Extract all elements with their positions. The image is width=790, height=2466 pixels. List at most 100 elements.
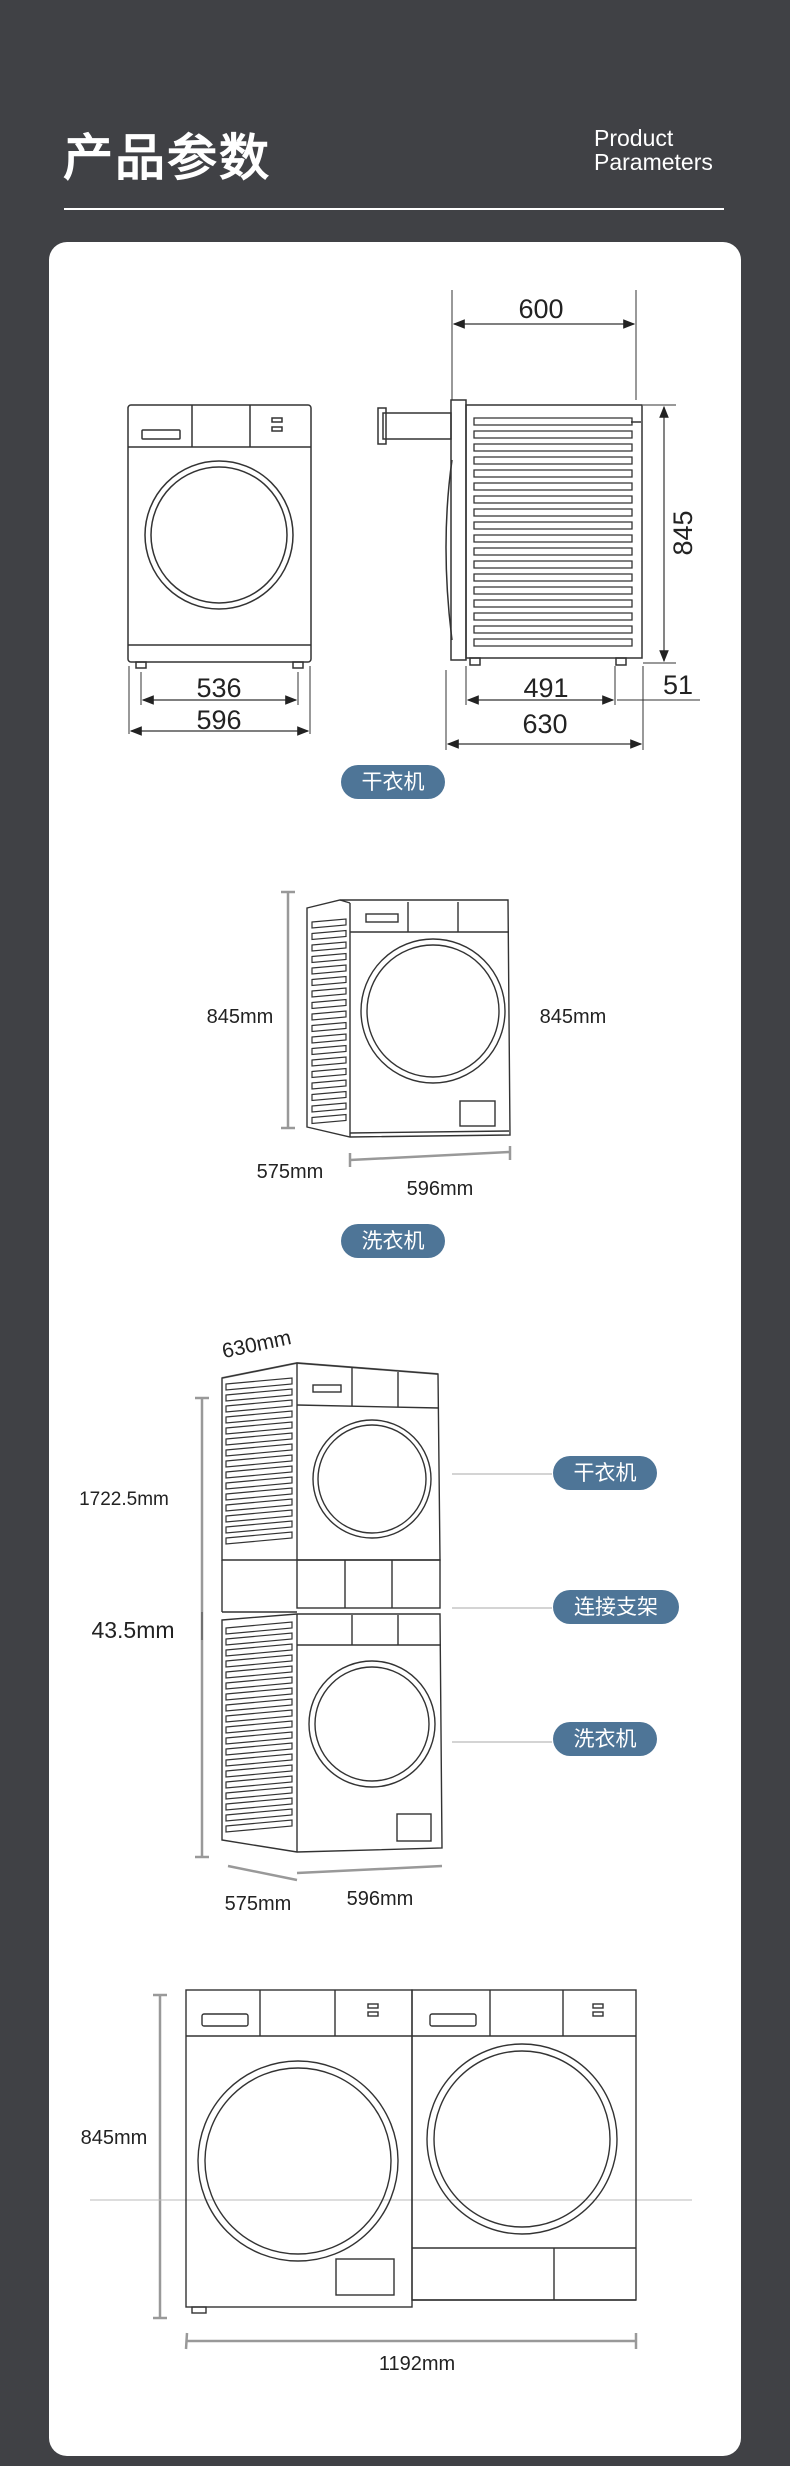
label-dryer-pill: 干衣机 bbox=[341, 765, 445, 799]
page-title: 产品参数 bbox=[63, 129, 271, 187]
vent-slat bbox=[473, 547, 633, 556]
vent-slat bbox=[473, 586, 633, 595]
rack-height: 43.5mm bbox=[91, 1617, 174, 1643]
label-washer-pill: 洗衣机 bbox=[341, 1224, 445, 1258]
vent-slat bbox=[225, 1621, 293, 1635]
stack-depth: 575mm bbox=[225, 1893, 292, 1915]
vent-slat bbox=[473, 573, 633, 582]
vent-slat bbox=[473, 495, 633, 504]
vent-slat bbox=[225, 1377, 293, 1391]
vent-slat bbox=[225, 1632, 293, 1646]
vent-slat bbox=[311, 987, 347, 998]
front-inner-width: 536 bbox=[196, 673, 241, 703]
spec-card bbox=[49, 242, 741, 2456]
stack-total-height: 1722.5mm bbox=[79, 1489, 169, 1510]
vent-slat bbox=[311, 941, 347, 952]
vent-slat bbox=[473, 417, 633, 426]
vent-slat bbox=[225, 1687, 293, 1701]
vent-slat bbox=[473, 508, 633, 517]
front-view-dryer bbox=[127, 404, 312, 736]
vent-slat bbox=[311, 964, 347, 975]
washer-height-left: 845mm bbox=[207, 1006, 274, 1028]
side-vent-slats bbox=[473, 417, 633, 647]
vent-slat bbox=[225, 1399, 293, 1413]
vent-slat bbox=[225, 1388, 293, 1402]
vent-slat bbox=[225, 1797, 293, 1811]
side-by-side-view bbox=[90, 1989, 692, 2350]
vent-slat bbox=[225, 1421, 293, 1435]
vent-slat bbox=[225, 1819, 293, 1833]
washer-width: 596mm bbox=[407, 1178, 474, 1200]
vent-slat bbox=[225, 1676, 293, 1690]
vent-slat bbox=[473, 521, 633, 530]
stacked-vent-slats bbox=[225, 1377, 293, 1833]
side-total-depth: 630 bbox=[522, 709, 567, 739]
vent-slat bbox=[225, 1764, 293, 1778]
vent-slat bbox=[225, 1465, 293, 1479]
subtitle-line-1: Product bbox=[594, 125, 674, 151]
vent-slat bbox=[225, 1808, 293, 1822]
vent-slat bbox=[311, 952, 347, 964]
vent-slat bbox=[225, 1698, 293, 1712]
vent-slat bbox=[473, 443, 633, 452]
vent-slat bbox=[473, 625, 633, 634]
vent-slat bbox=[473, 638, 633, 647]
vent-slat bbox=[311, 918, 347, 929]
vent-slat bbox=[311, 1102, 347, 1113]
vent-slat bbox=[473, 456, 633, 465]
vent-slat bbox=[225, 1731, 293, 1745]
pair-height: 845mm bbox=[81, 2127, 148, 2149]
vent-slat bbox=[311, 1067, 347, 1079]
stacked-view bbox=[195, 1361, 552, 1882]
vent-slat bbox=[473, 612, 633, 621]
vent-slat bbox=[225, 1443, 293, 1457]
vent-slat bbox=[225, 1753, 293, 1767]
vent-slat bbox=[311, 1033, 347, 1044]
vent-slat bbox=[225, 1720, 293, 1734]
washer-vent-slats bbox=[311, 918, 347, 1125]
vent-slat bbox=[311, 998, 347, 1010]
side-extra-depth: 51 bbox=[663, 670, 693, 700]
vent-slat bbox=[225, 1786, 293, 1800]
vent-slat bbox=[225, 1742, 293, 1756]
vent-slat bbox=[225, 1432, 293, 1446]
vent-slat bbox=[311, 1079, 347, 1090]
vent-slat bbox=[311, 1090, 347, 1102]
vent-slat bbox=[225, 1654, 293, 1668]
subtitle-line-2: Parameters bbox=[594, 149, 713, 175]
vent-slat bbox=[311, 1056, 347, 1067]
header-divider bbox=[64, 208, 724, 210]
vent-slat bbox=[473, 560, 633, 569]
vent-slat bbox=[473, 430, 633, 439]
top-width: 600 bbox=[518, 294, 563, 324]
vent-slat bbox=[311, 929, 347, 941]
side-body-depth: 491 bbox=[523, 673, 568, 703]
vent-slat bbox=[225, 1498, 293, 1512]
vent-slat bbox=[311, 1044, 347, 1056]
vent-slat bbox=[225, 1487, 293, 1501]
stack-top-depth: 630mm bbox=[220, 1326, 293, 1363]
side-view-dryer bbox=[377, 290, 700, 750]
vent-slat bbox=[225, 1509, 293, 1523]
vent-slat bbox=[473, 469, 633, 478]
label-stack-washer-pill: 洗衣机 bbox=[553, 1722, 657, 1756]
vent-slat bbox=[225, 1520, 293, 1534]
vent-slat bbox=[225, 1775, 293, 1789]
washer-depth: 575mm bbox=[257, 1161, 324, 1183]
vent-slat bbox=[311, 1010, 347, 1021]
vent-slat bbox=[225, 1476, 293, 1490]
vent-slat bbox=[473, 599, 633, 608]
vent-slat bbox=[225, 1454, 293, 1468]
vent-slat bbox=[225, 1643, 293, 1657]
page-subtitle: Product Parameters bbox=[594, 126, 713, 174]
side-height: 845 bbox=[668, 510, 698, 555]
label-stack-dryer-pill: 干衣机 bbox=[553, 1456, 657, 1490]
vent-slat bbox=[225, 1410, 293, 1424]
washer-height-right: 845mm bbox=[540, 1006, 607, 1028]
stack-width: 596mm bbox=[347, 1888, 414, 1910]
pair-total-width: 1192mm bbox=[379, 2353, 455, 2375]
vent-slat bbox=[311, 975, 347, 987]
iso-view-washer bbox=[281, 890, 512, 1167]
label-rack-pill: 连接支架 bbox=[553, 1590, 679, 1624]
vent-slat bbox=[311, 1113, 347, 1125]
